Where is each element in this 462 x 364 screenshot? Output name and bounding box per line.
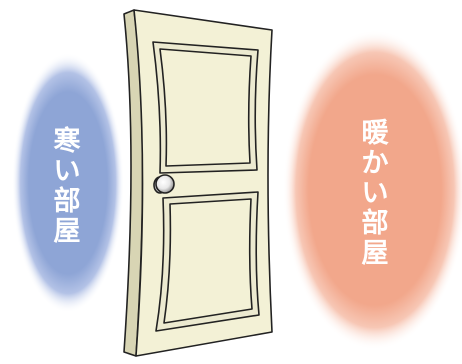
cold-room-glow bbox=[12, 53, 124, 313]
cold-room-char: 部 bbox=[53, 186, 81, 217]
warm-room-label: 暖 か い 部 屋 bbox=[358, 120, 392, 267]
warm-room-char: い bbox=[361, 178, 389, 209]
cold-room-char: 寒 bbox=[53, 126, 81, 157]
warm-room-char: 部 bbox=[361, 208, 389, 239]
warm-room-glow bbox=[283, 30, 462, 350]
door-knob bbox=[155, 174, 175, 194]
cold-room-char: 屋 bbox=[53, 216, 81, 247]
door-lower-panel bbox=[163, 198, 253, 324]
warm-room-char: か bbox=[361, 148, 389, 179]
warm-room-char: 屋 bbox=[361, 238, 389, 269]
warm-room-char: 暖 bbox=[361, 118, 389, 149]
cold-room-char: い bbox=[53, 156, 81, 187]
cold-room-label: 寒 い 部 屋 bbox=[50, 128, 84, 245]
door bbox=[123, 9, 273, 357]
door-upper-panel bbox=[159, 48, 252, 167]
